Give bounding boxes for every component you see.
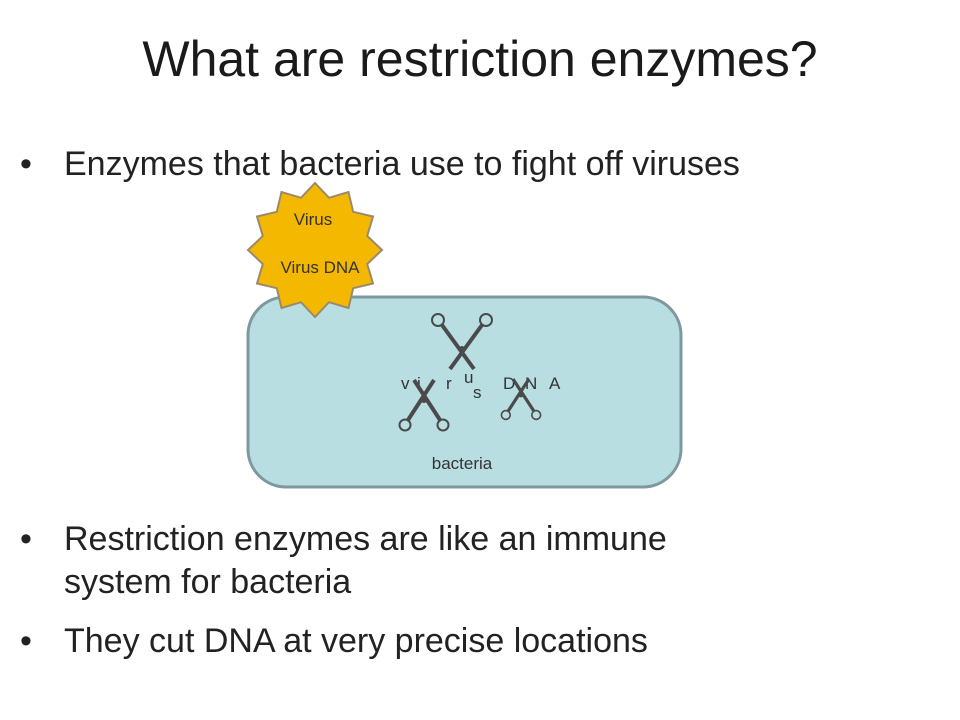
- bullet-marker: •: [20, 622, 32, 660]
- bullet-text-line-1: Restriction enzymes are like an immune: [64, 520, 667, 558]
- dna-letter: A: [549, 374, 561, 393]
- slide-title: What are restriction enzymes?: [142, 31, 818, 87]
- bacteria-label: bacteria: [432, 454, 493, 473]
- bullet-3: • They cut DNA at very precise locations: [20, 620, 920, 670]
- scissors-icon: [500, 378, 542, 421]
- virus-dna-label: Virus DNA: [280, 258, 360, 277]
- bullet-2: • Restriction enzymes are like an immune…: [20, 518, 920, 608]
- virus-label: Virus: [294, 210, 332, 229]
- dna-letter: s: [473, 383, 482, 402]
- scissors-icon: [398, 378, 450, 432]
- bullet-text: Enzymes that bacteria use to fight off v…: [64, 145, 740, 183]
- bullet-marker: •: [20, 145, 32, 183]
- virus-particle: [246, 181, 384, 319]
- dna-letter: u: [464, 368, 473, 387]
- bullet-1: • Enzymes that bacteria use to fight off…: [20, 143, 920, 193]
- scissors-icon: [431, 313, 493, 371]
- dna-letter: v: [401, 374, 410, 393]
- dna-letter: i: [417, 374, 421, 393]
- cut-virus-dna: v i r u s D N A: [401, 368, 561, 402]
- dna-letter: D: [503, 374, 515, 393]
- bacteria-cell: [246, 295, 683, 489]
- bullet-marker: •: [20, 520, 32, 558]
- bullet-text-line-2: system for bacteria: [64, 563, 352, 601]
- bullet-text: They cut DNA at very precise locations: [64, 622, 648, 660]
- dna-letter: r: [446, 374, 452, 393]
